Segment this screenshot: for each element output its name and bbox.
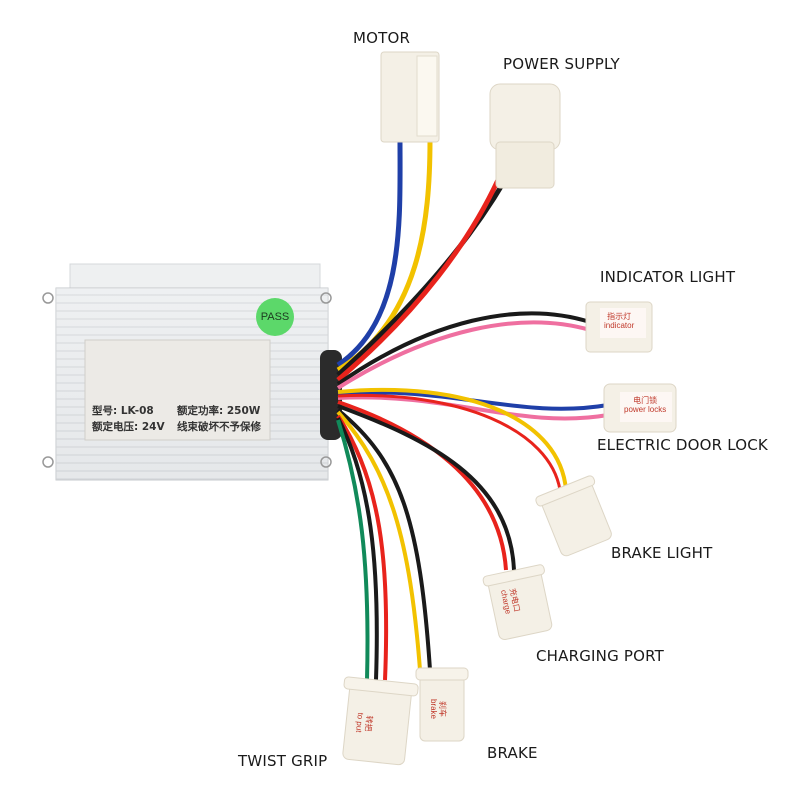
motor-connector <box>380 51 440 143</box>
callout-brake: BRAKE <box>487 744 538 762</box>
power-locks-tag-cn: 电门锁 <box>633 396 658 405</box>
pass-badge: PASS <box>256 298 294 336</box>
brake-tag-cn: 刹车 <box>438 700 448 717</box>
callout-motor: MOTOR <box>353 29 411 47</box>
power-locks-tag: 电门锁 power locks <box>624 396 666 414</box>
callout-indicator-light: INDICATOR LIGHT <box>600 268 736 286</box>
door-lock-connector <box>603 383 677 433</box>
power-label: 额定功率: 250W <box>177 405 261 417</box>
indicator-tag-en: indicator <box>604 321 635 330</box>
callout-brake-light: BRAKE LIGHT <box>611 544 713 562</box>
indicator-tag: 指示灯 indicator <box>604 312 634 330</box>
brake-connector <box>415 667 469 742</box>
callout-power-supply: POWER SUPPLY <box>503 55 620 73</box>
callout-charging-port: CHARGING PORT <box>536 647 665 665</box>
callout-twist-grip: TWIST GRIP <box>238 752 328 770</box>
power-locks-tag-en: power locks <box>624 405 667 414</box>
brake-tag-en: brake <box>429 698 439 720</box>
power-supply-connector <box>489 83 561 189</box>
callout-electric-door-lock: ELECTRIC DOOR LOCK <box>597 436 768 454</box>
charging-port-connector <box>482 564 553 641</box>
twist-grip-connector <box>342 676 419 766</box>
brake-tag: 刹车 brake <box>429 699 447 719</box>
warranty-label: 线束破坏不予保修 <box>177 421 261 433</box>
indicator-tag-cn: 指示灯 <box>607 312 632 321</box>
indicator-connector <box>585 301 653 353</box>
model-label: 型号: LK-08 <box>92 405 154 417</box>
brake-light-connector <box>535 475 612 557</box>
to-put-tag: 转把 to put <box>354 712 374 734</box>
voltage-label: 额定电压: 24V <box>92 421 165 433</box>
controller-housing <box>42 263 342 481</box>
